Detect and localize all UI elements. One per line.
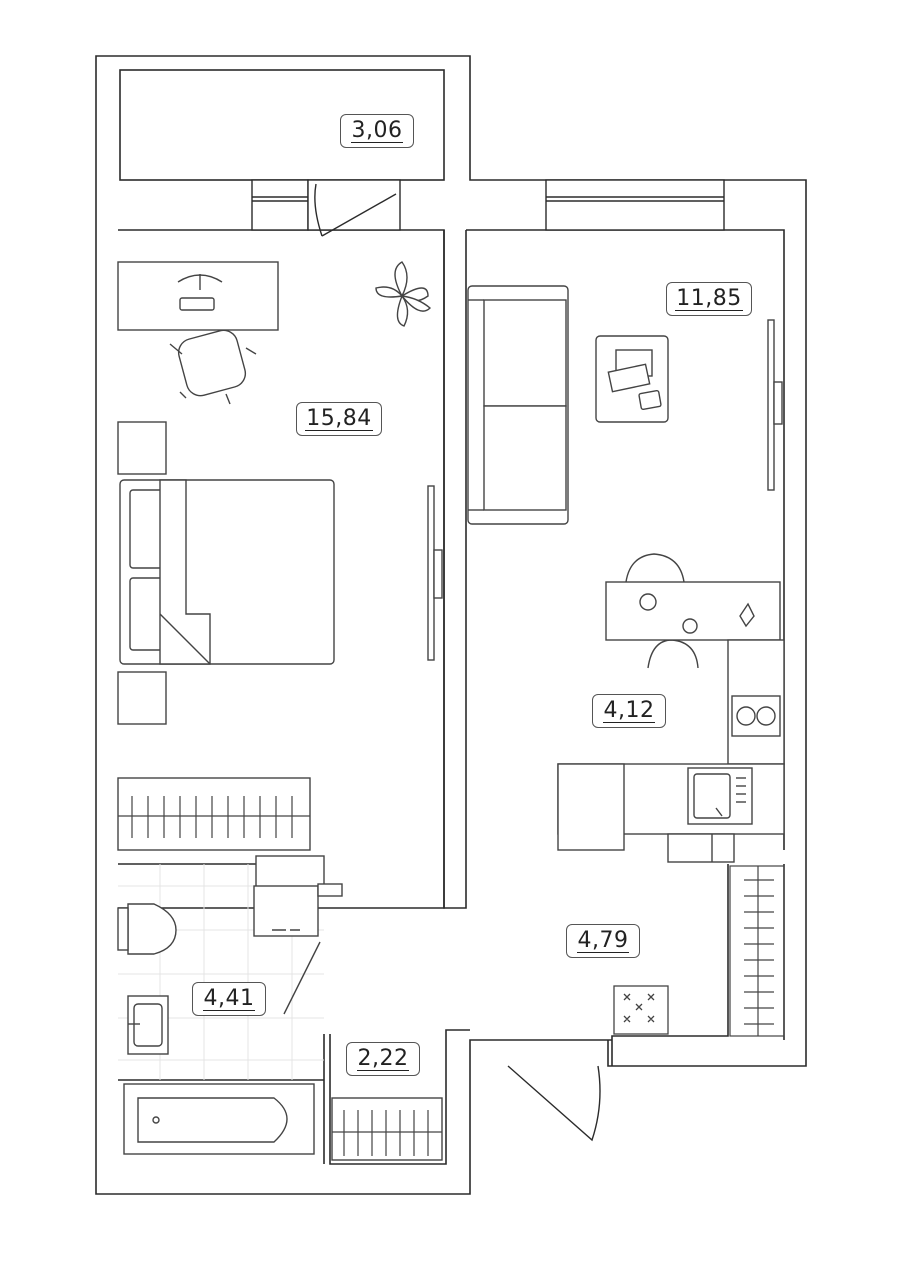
area-label-kitchen: 4,12 xyxy=(592,694,666,728)
laptop xyxy=(179,297,215,311)
living-tv xyxy=(767,319,775,491)
area-label-living: 11,85 xyxy=(666,282,752,316)
area-value-closet: 2,22 xyxy=(356,1045,410,1071)
bedroom-tv xyxy=(427,485,435,661)
area-value-kitchen: 4,12 xyxy=(602,697,656,723)
washbasin-icon xyxy=(127,995,169,1055)
area-label-balcony: 3,06 xyxy=(340,114,414,148)
toilet-icon xyxy=(117,903,177,955)
balcony-door-frame xyxy=(307,179,401,231)
washing-machine xyxy=(253,855,343,937)
window-balcony-door xyxy=(251,179,309,231)
area-label-bathroom: 4,41 xyxy=(192,982,266,1016)
window-living xyxy=(545,179,725,231)
hallway-wardrobe xyxy=(729,865,785,1037)
balcony-door-swing xyxy=(314,183,397,237)
bedroom-wardrobe xyxy=(117,777,311,851)
bathtub-icon xyxy=(123,1083,315,1155)
sofa xyxy=(467,285,569,525)
bedside-table-bottom xyxy=(117,671,167,725)
bathroom-door-swing xyxy=(283,941,321,1015)
stove-icon xyxy=(731,695,781,737)
bedroom-wardrobe-hangers xyxy=(118,796,310,838)
bedroom-tv-stand xyxy=(433,549,443,599)
living-tv-stand xyxy=(773,381,783,425)
sink-icon xyxy=(687,767,753,825)
partition-wall xyxy=(443,230,467,909)
desk xyxy=(117,261,279,331)
area-value-balcony: 3,06 xyxy=(350,117,404,143)
plant-icon xyxy=(375,261,432,327)
dining-set xyxy=(605,553,781,669)
desk-lamp xyxy=(177,274,223,290)
bed xyxy=(119,479,335,665)
closet-shelf xyxy=(331,1097,443,1161)
area-label-hallway: 4,79 xyxy=(566,924,640,958)
kitchen-lower-box xyxy=(667,833,735,863)
area-label-bedroom: 15,84 xyxy=(296,402,382,436)
area-value-bathroom: 4,41 xyxy=(202,985,256,1011)
coffee-table xyxy=(595,335,669,423)
bedside-table-top xyxy=(117,421,167,475)
fridge xyxy=(557,763,625,851)
area-value-hallway: 4,79 xyxy=(576,927,630,953)
office-chair xyxy=(169,329,257,405)
doormat-icon xyxy=(613,985,669,1035)
entrance-door-swing xyxy=(507,1065,601,1142)
closet-hangers xyxy=(332,1110,442,1156)
area-value-bedroom: 15,84 xyxy=(305,405,373,431)
area-label-closet: 2,22 xyxy=(346,1042,420,1076)
bathroom-walls xyxy=(118,863,470,1165)
outer-wall-outline xyxy=(95,55,807,1195)
area-value-living: 11,85 xyxy=(675,285,743,311)
